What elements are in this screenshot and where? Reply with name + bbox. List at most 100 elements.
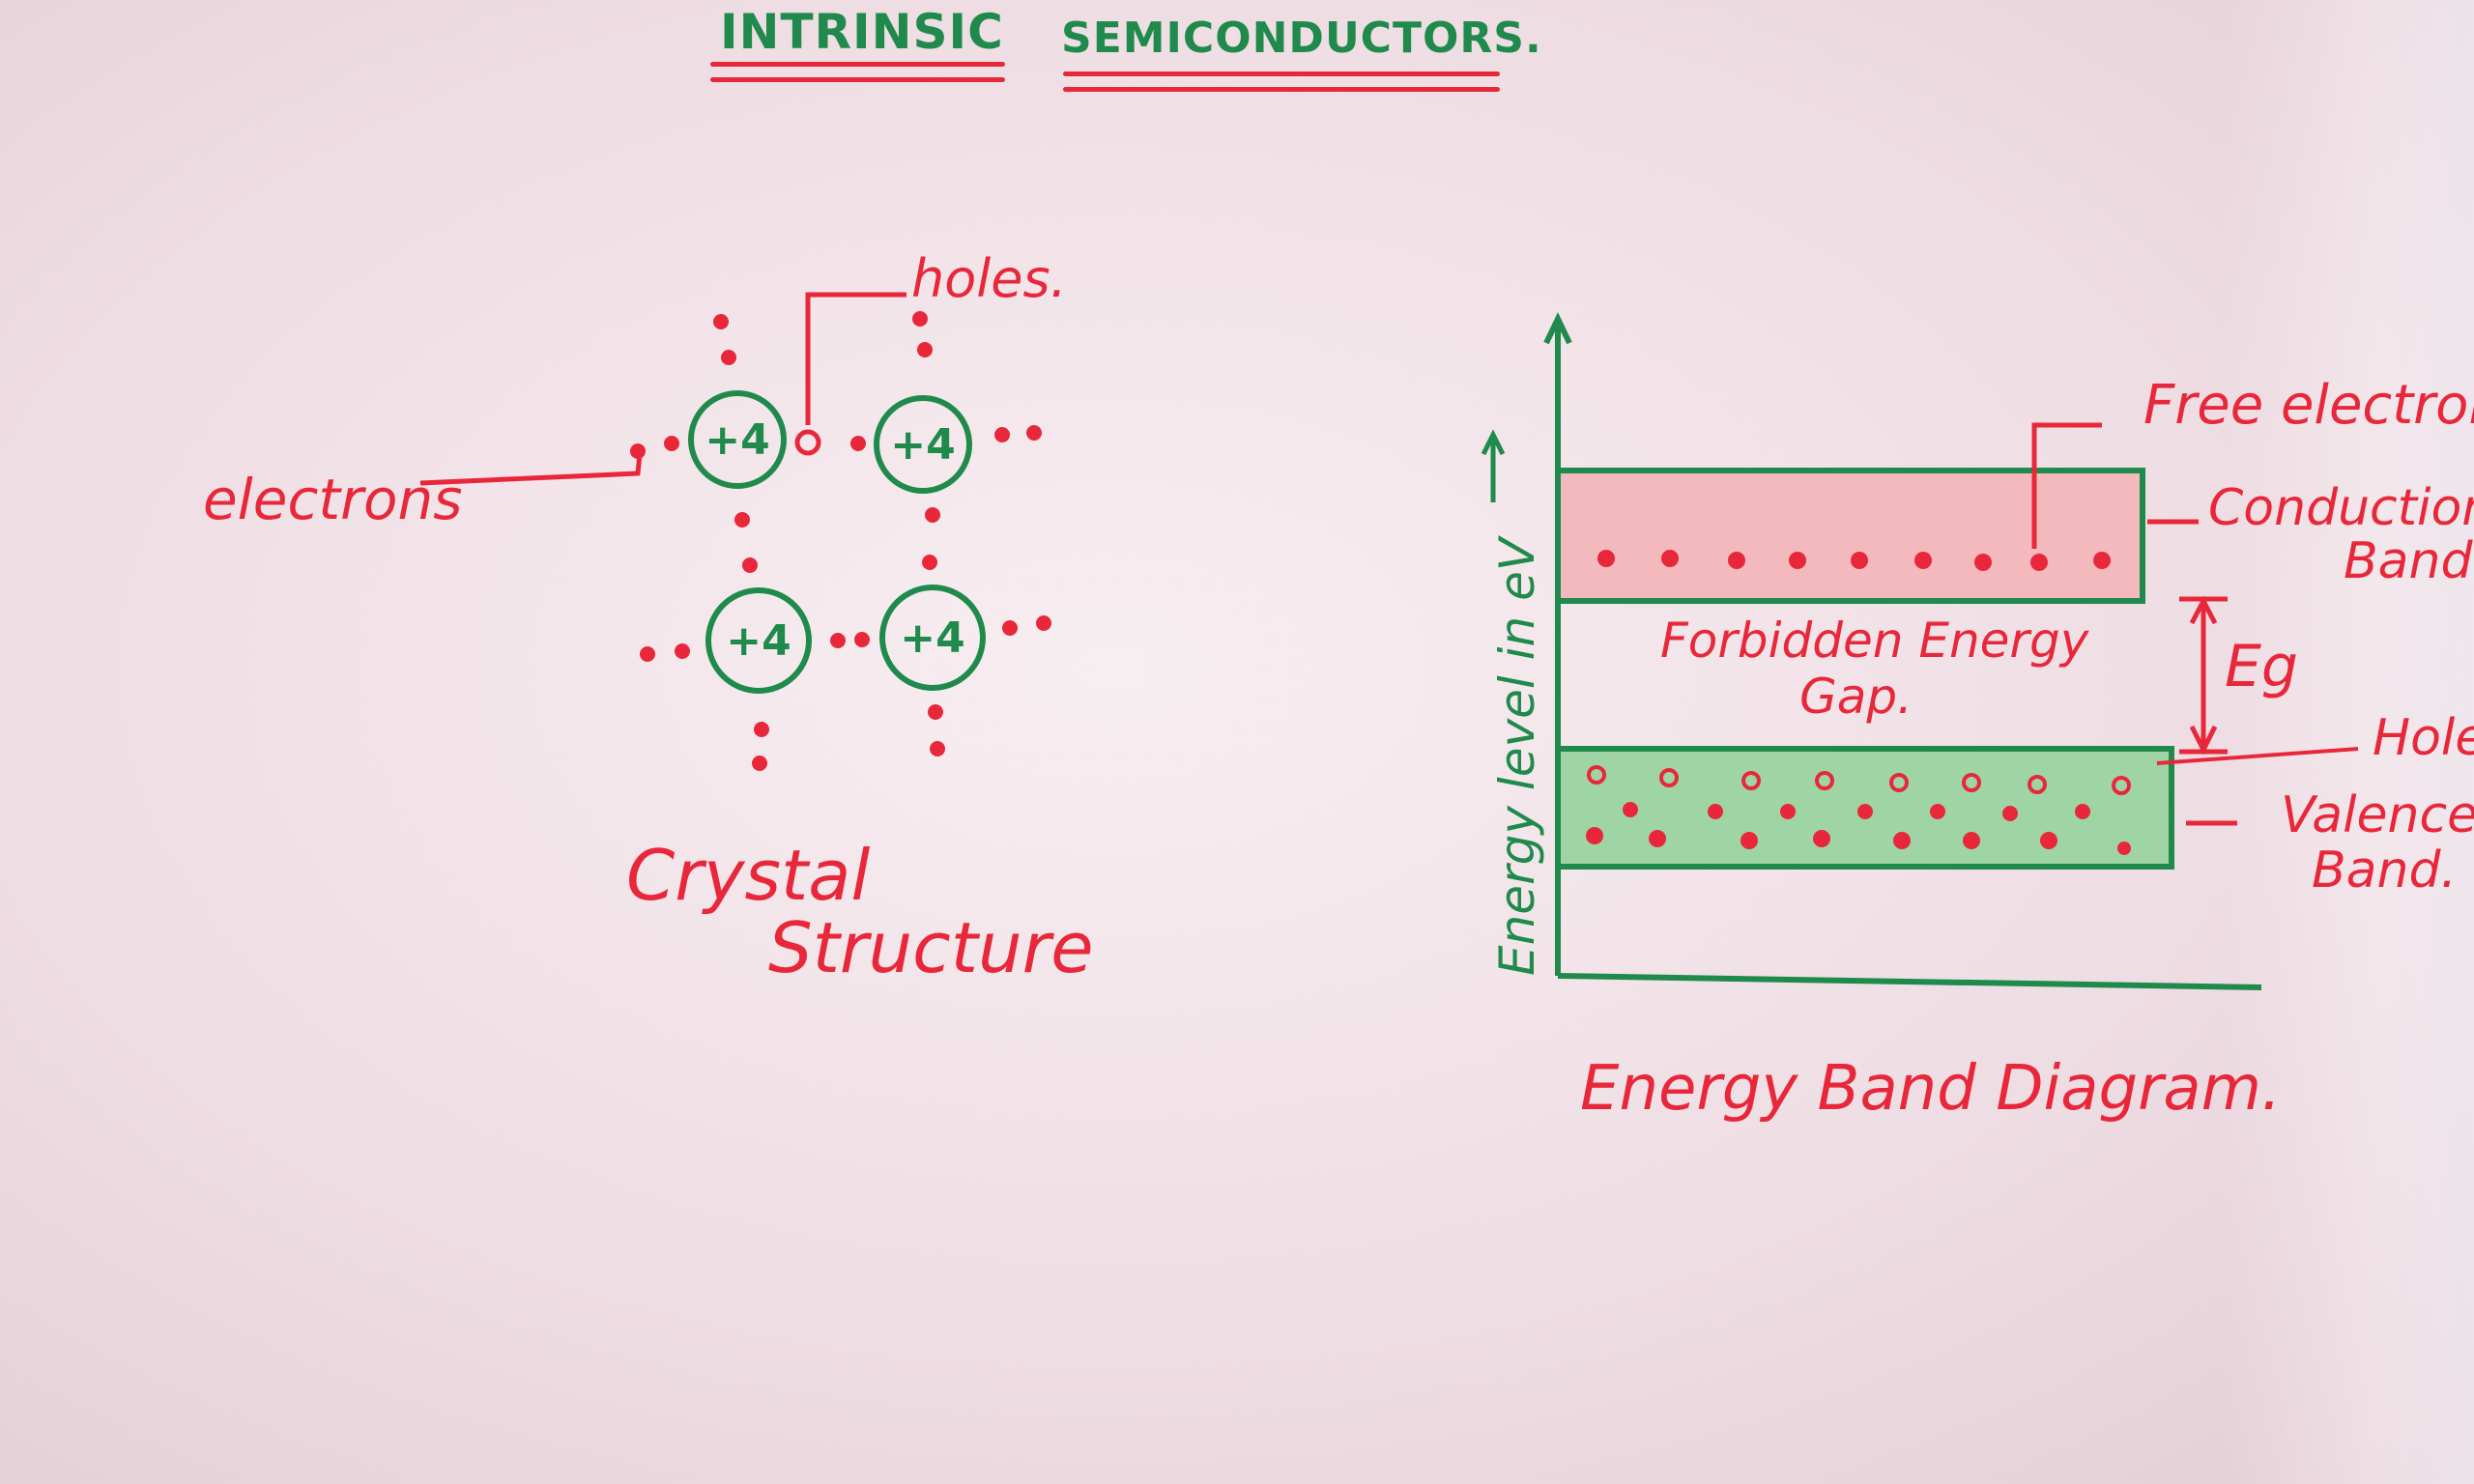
crystal-structure: +4 +4 +4 +4	[419, 292, 1051, 771]
electrons-leader-line	[419, 453, 643, 486]
valence-electron-dot	[2117, 842, 2131, 855]
title-word-semiconductors: SEMICONDUCTORS.	[1061, 14, 1542, 63]
title-underline-1a	[710, 62, 1005, 67]
electron-dot	[675, 643, 690, 659]
energy-band-diagram	[1481, 312, 2359, 990]
holes-leader	[2156, 747, 2359, 765]
atom-label-bottom-right: +4	[900, 614, 964, 663]
band-diagram-caption: Energy Band Diagram.	[1580, 1053, 2282, 1125]
valence-electron-dot	[1649, 830, 1666, 847]
conduction-band-rect	[1555, 468, 2145, 604]
electron-dot	[994, 427, 1010, 442]
conduction-band-label-line2: Band	[2344, 532, 2473, 590]
eg-label: Eg	[2225, 633, 2298, 700]
free-electrons-label: Free electrons	[2143, 374, 2474, 437]
axis-label-arrowhead	[1481, 429, 1506, 456]
electron-dot	[742, 557, 758, 573]
valence-electron-dot	[1963, 832, 1980, 849]
title-underline-2a	[1063, 71, 1500, 76]
electron-dot	[854, 632, 870, 647]
free-electron-dot	[2093, 552, 2111, 569]
electron-dot	[713, 314, 729, 329]
valence-holes	[1587, 765, 2131, 795]
eg-arrowhead-bottom	[2189, 725, 2218, 756]
free-electron-dot	[1914, 552, 1932, 569]
conduction-band-label-line1: Conduction	[2208, 479, 2474, 537]
valence-electron-dot	[2075, 804, 2090, 819]
electron-dot	[1036, 615, 1051, 631]
valence-electron-dot	[1930, 804, 1945, 819]
title-underline-1b	[710, 77, 1005, 82]
electron-dot	[925, 507, 940, 523]
valence-electron-dot	[2002, 806, 2018, 821]
electron-dot	[830, 633, 846, 648]
valence-electron-dot	[1586, 827, 1603, 844]
electrons-label: electrons	[203, 467, 463, 532]
forbidden-gap-label-line1: Forbidden Energy	[1660, 613, 2089, 669]
free-electron-dot	[1661, 550, 1679, 567]
valence-hole	[1815, 771, 1834, 790]
forbidden-gap-label-line2: Gap.	[1799, 669, 1913, 725]
x-axis	[1557, 973, 2262, 990]
atom-label-top-right: +4	[890, 420, 955, 470]
holes-band-label: Holes	[2373, 709, 2474, 767]
electron-dot	[930, 741, 945, 756]
free-electrons-leader	[2031, 422, 2102, 549]
atom-circle-top-right	[874, 395, 972, 494]
electron-dot	[752, 756, 767, 771]
valence-hole	[2028, 775, 2047, 794]
electron-dot	[721, 350, 736, 365]
free-electron-dot	[1974, 554, 1992, 571]
electron-dot	[922, 555, 937, 570]
valence-hole	[1659, 768, 1679, 787]
valence-electron-dot	[1780, 804, 1796, 819]
valence-electron-dot	[1708, 804, 1723, 819]
atom-circle-top-left	[688, 390, 787, 489]
electron-dot	[640, 646, 655, 662]
valence-electron-dot	[1623, 802, 1638, 817]
electron-dot	[1002, 620, 1018, 636]
valence-hole	[2112, 776, 2131, 795]
valence-electron-dot	[1893, 832, 1911, 849]
electron-dot	[928, 704, 943, 720]
electron-dot	[1026, 425, 1042, 441]
crystal-caption-line2: Structure	[768, 907, 1094, 988]
y-axis-arrowhead	[1543, 312, 1572, 345]
valence-electron-dot	[1813, 830, 1830, 847]
free-electron-dot	[1851, 552, 1868, 569]
title-underline-2b	[1063, 87, 1500, 92]
valence-hole	[1587, 765, 1606, 785]
atom-label-bottom-left: +4	[726, 616, 791, 666]
free-electron-dots	[1597, 550, 2111, 571]
free-electron-dot	[2030, 554, 2048, 571]
crystal-caption-line1: Crystal	[626, 835, 871, 916]
electron-dot	[917, 342, 933, 357]
electron-dot	[664, 436, 679, 451]
holes-label: holes.	[911, 248, 1067, 309]
valence-band-label-line1: Valence	[2281, 786, 2474, 844]
atom-label-top-left: +4	[705, 415, 769, 465]
valence-electron-dot	[1740, 832, 1758, 849]
title-word-intrinsic: INTRINSIC	[720, 4, 1004, 60]
holes-leader-line	[805, 292, 906, 425]
free-electron-dot	[1789, 552, 1806, 569]
atom-circle-bottom-right	[879, 585, 986, 691]
valence-electron-dots	[1586, 802, 2131, 855]
electron-dot	[734, 512, 750, 528]
valence-electron-dot	[1857, 804, 1873, 819]
free-electron-dot	[1597, 550, 1615, 567]
valence-hole	[1889, 773, 1909, 792]
electron-dots	[630, 311, 1051, 771]
electron-dot	[850, 436, 866, 451]
valence-electron-dot	[2040, 832, 2057, 849]
valence-band-label-line2: Band.	[2312, 842, 2458, 899]
hole-circle	[794, 429, 821, 456]
free-electron-dot	[1728, 552, 1745, 569]
valence-hole	[1741, 771, 1761, 790]
eg-arrowhead-top	[2189, 595, 2218, 625]
valence-hole	[1962, 773, 1981, 792]
atom-circle-bottom-left	[705, 587, 812, 694]
y-axis-label: Energy level in eV	[1489, 537, 1545, 976]
electron-dot	[912, 311, 928, 327]
